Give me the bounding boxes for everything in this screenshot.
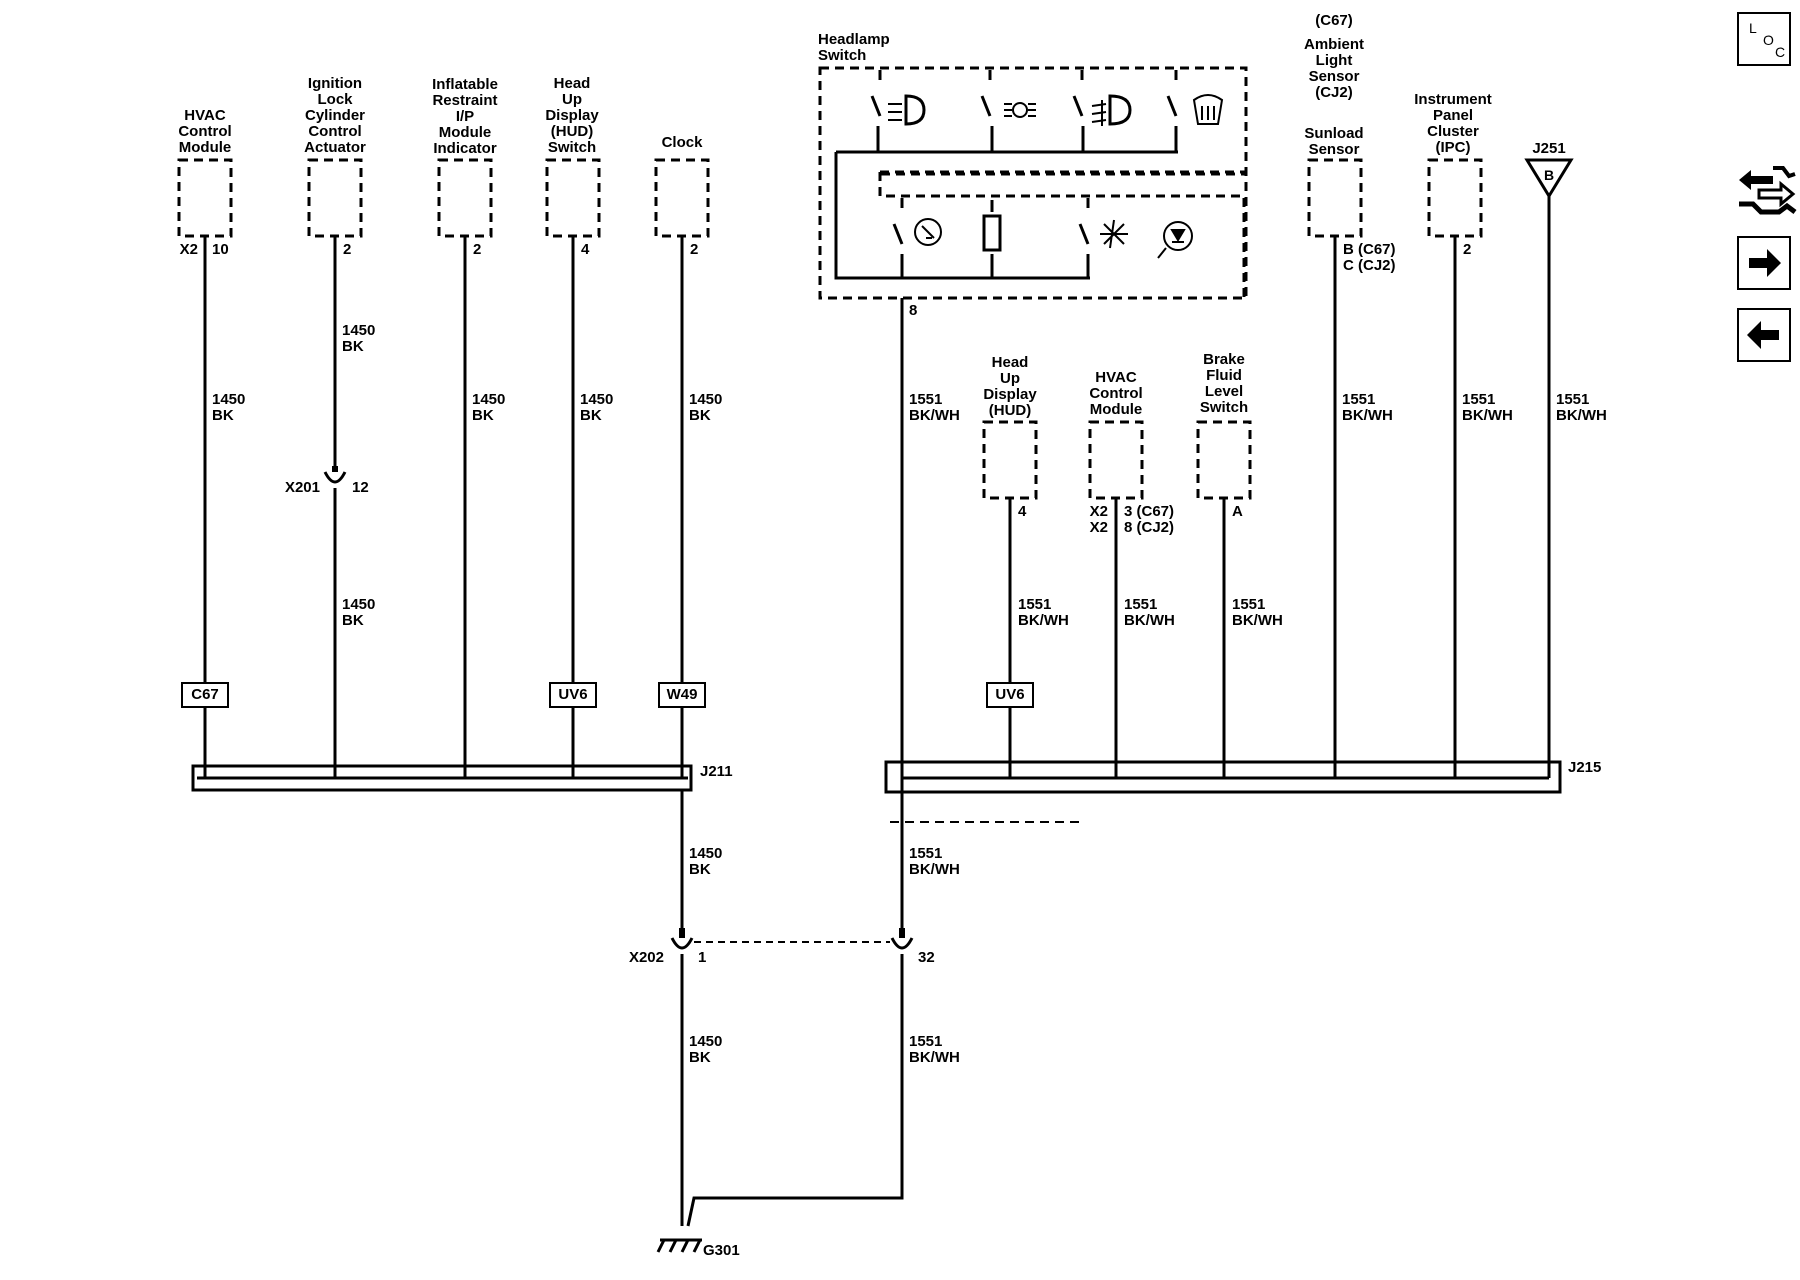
previous-page-button[interactable] bbox=[1737, 308, 1791, 362]
hud-box bbox=[982, 420, 1038, 500]
headlamp-low-beam-icon bbox=[888, 94, 926, 126]
x201-connector bbox=[323, 471, 347, 484]
splice-j211-label: J211 bbox=[700, 763, 733, 780]
clock-box bbox=[654, 158, 710, 238]
loc-l-glyph: L bbox=[1749, 20, 1757, 36]
x202-pin-b-label: 32 bbox=[918, 949, 935, 966]
park-lamp-icon bbox=[1004, 102, 1036, 118]
headlamp-switch-box bbox=[818, 66, 1248, 300]
hvac-control-module-box bbox=[177, 158, 233, 238]
x201-pin-label: 12 bbox=[352, 479, 369, 496]
x202-label: X202 bbox=[628, 949, 664, 966]
clock-label: Clock bbox=[661, 134, 703, 151]
option-tag-uv6: UV6 bbox=[986, 682, 1034, 708]
inflatable-restraint-box bbox=[437, 158, 493, 238]
hud-switch-pin-label: 4 bbox=[581, 241, 590, 258]
fog-lamp-icon bbox=[1091, 94, 1132, 126]
splice-j211 bbox=[191, 764, 693, 792]
light-sensor-icon bbox=[1157, 221, 1193, 259]
hud-pin-label: 4 bbox=[1018, 503, 1027, 520]
hud-switch-box bbox=[545, 158, 601, 238]
option-tag-uv6: UV6 bbox=[549, 682, 597, 708]
inflatable-pin-label: 2 bbox=[473, 241, 482, 258]
j251-letter: B bbox=[1543, 167, 1555, 183]
j251-label: J251 bbox=[1532, 140, 1566, 157]
ipc-box bbox=[1427, 158, 1483, 238]
hvac-connector-label: X2 bbox=[179, 241, 198, 258]
dimmer-icon bbox=[914, 218, 942, 246]
ground-symbol bbox=[656, 1238, 702, 1253]
hvac-pin-label: 10 bbox=[212, 241, 229, 258]
option-tag-w49: W49 bbox=[658, 682, 706, 708]
ambient-c67-label: (C67) bbox=[1315, 12, 1353, 29]
x201-label: X201 bbox=[284, 479, 320, 496]
arrow-right-icon bbox=[1749, 249, 1781, 277]
brake-pin-label: A bbox=[1232, 503, 1243, 520]
headlamp-inner-top bbox=[878, 170, 1246, 176]
arrow-left-icon bbox=[1747, 321, 1779, 349]
loc-o-glyph: O bbox=[1763, 32, 1774, 48]
connector-swap-icon bbox=[1739, 166, 1797, 215]
ignition-pin-label: 2 bbox=[343, 241, 352, 258]
x202-pin-a-label: 1 bbox=[698, 949, 707, 966]
brake-fluid-switch-box bbox=[1196, 420, 1252, 500]
clock-pin-label: 2 bbox=[690, 241, 699, 258]
splice-j215-label: J215 bbox=[1568, 759, 1602, 776]
hvac-mid-pin-label: 3 (C67)8 (CJ2) bbox=[1124, 503, 1175, 536]
loc-c-glyph: C bbox=[1775, 44, 1786, 60]
sunload-sensor-box bbox=[1307, 158, 1363, 238]
dome-lamp-icon bbox=[1100, 219, 1128, 249]
option-tag-c67: C67 bbox=[181, 682, 229, 708]
ground-g301-label: G301 bbox=[703, 1242, 740, 1259]
rear-defog-icon bbox=[1192, 94, 1224, 125]
connector-view-button[interactable] bbox=[1735, 160, 1797, 220]
hvac-control-module-mid-box bbox=[1088, 420, 1144, 500]
ignition-actuator-box bbox=[307, 158, 363, 238]
ipc-pin-label: 2 bbox=[1463, 241, 1472, 258]
j251-triangle bbox=[1524, 158, 1574, 199]
headlamp-pin-label: 8 bbox=[909, 302, 918, 319]
location-button[interactable]: L O C bbox=[1737, 12, 1791, 66]
sunload-pin-label: B (C67)C (CJ2) bbox=[1343, 241, 1396, 274]
next-page-button[interactable] bbox=[1737, 236, 1791, 290]
splice-j215 bbox=[884, 760, 1562, 794]
